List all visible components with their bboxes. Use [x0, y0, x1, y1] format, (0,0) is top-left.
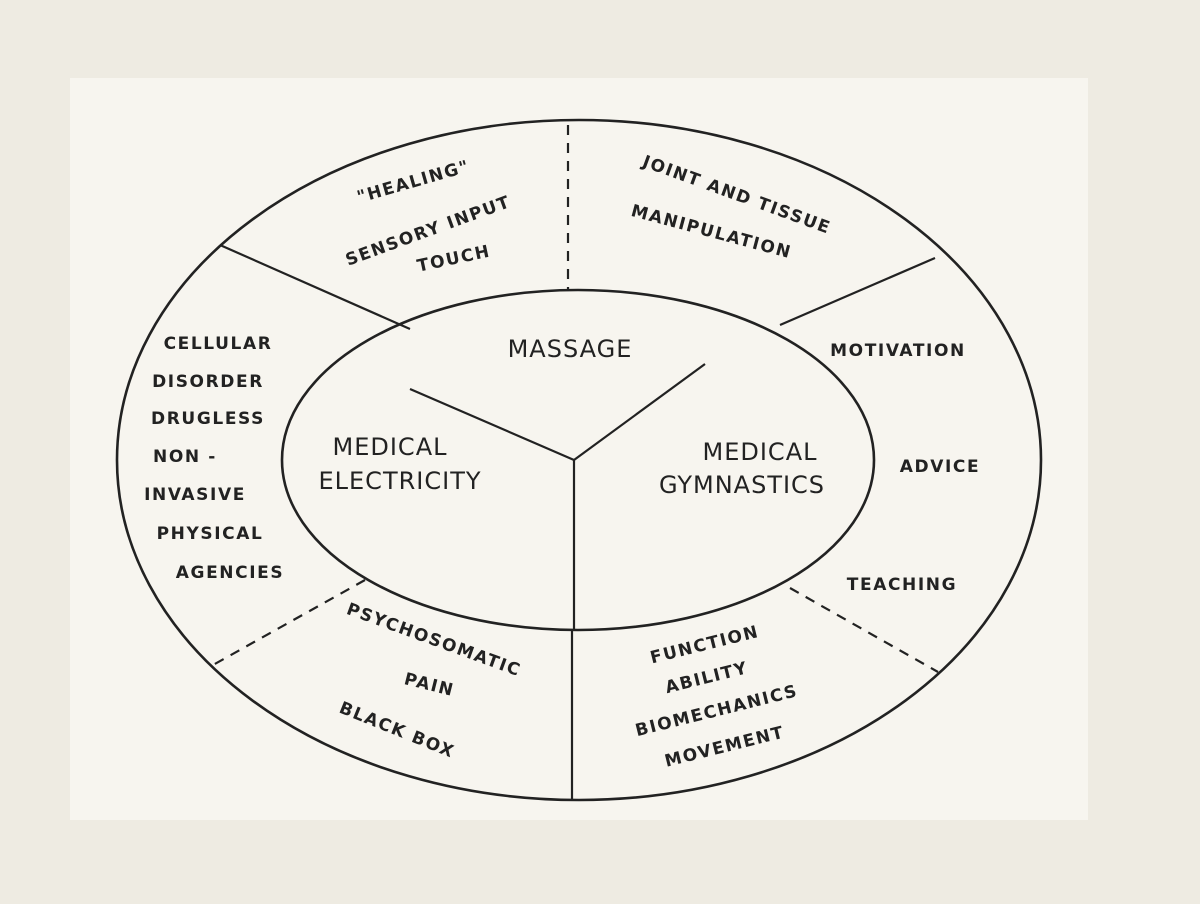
inner-ellipse: [280, 288, 876, 632]
label-medical-gymnastics-1: MEDICAL: [703, 438, 818, 466]
label-medical-gymnastics-2: GYMNASTICS: [659, 471, 825, 499]
outer-ellipse: [115, 118, 1043, 802]
label-medical-electricity-1: MEDICAL: [333, 433, 448, 461]
label-medical-electricity-2: ELECTRICITY: [318, 467, 481, 495]
label-cellular: CELLULAR: [164, 334, 273, 354]
label-drugless: DRUGLESS: [151, 409, 265, 429]
outer-divider-upper-left: [219, 243, 411, 331]
inner-divider-left: [409, 387, 575, 462]
label-advice: ADVICE: [900, 457, 980, 477]
label-non: NON -: [153, 447, 217, 467]
label-disorder: DISORDER: [152, 372, 264, 392]
outer-divider-lower-left-dashed: [212, 579, 366, 666]
label-agencies: AGENCIES: [176, 563, 284, 583]
paper-sheet: [70, 78, 1088, 820]
outer-divider-upper-right: [779, 256, 936, 327]
label-invasive: INVASIVE: [144, 485, 246, 505]
inner-divider-right: [573, 363, 706, 461]
label-physical: PHYSICAL: [157, 524, 264, 544]
label-massage: MASSAGE: [508, 335, 633, 363]
label-teaching: TEACHING: [847, 575, 957, 595]
label-motivation: MOTIVATION: [830, 341, 966, 361]
